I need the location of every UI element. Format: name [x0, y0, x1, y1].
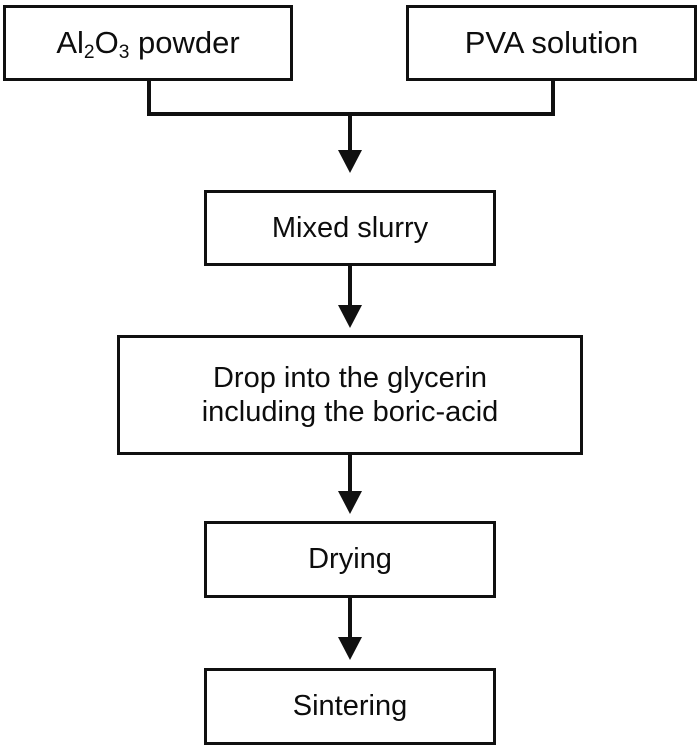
formula-suffix: powder — [129, 24, 240, 60]
flowchart-node-drop-into-glycerin-label: Drop into the glycerin including the bor… — [201, 361, 499, 428]
formula-subscript-2: 2 — [83, 42, 95, 64]
connector-line-mixed-slurry-to-glycerin — [348, 264, 352, 308]
connector-line-drying-to-sintering — [348, 596, 352, 640]
flowchart-node-sintering: Sintering — [204, 668, 496, 745]
formula-o: O — [94, 24, 119, 60]
connector-stub-from-pva-solution — [551, 79, 555, 116]
flowchart-node-sintering-label: Sintering — [292, 690, 408, 723]
connector-stub-from-alumina-powder — [147, 79, 151, 116]
arrowhead-mixed-slurry-to-glycerin — [338, 305, 362, 328]
connector-line-glycerin-to-drying — [348, 453, 352, 494]
arrowhead-drying-to-sintering — [338, 637, 362, 660]
arrowhead-glycerin-to-drying — [338, 491, 362, 514]
formula-al: Al — [56, 24, 84, 60]
flowchart-node-pva-solution-label: PVA solution — [464, 24, 639, 60]
flowchart-node-drying: Drying — [204, 521, 496, 598]
flowchart-node-drop-into-glycerin: Drop into the glycerin including the bor… — [117, 335, 583, 455]
flowchart-node-drying-label: Drying — [308, 543, 392, 576]
flowchart-node-alumina-powder-label: Al2O3 powder — [50, 24, 245, 64]
flowchart-node-alumina-powder: Al2O3 powder — [3, 5, 293, 81]
flowchart-node-pva-solution: PVA solution — [406, 5, 697, 81]
arrowhead-merge-to-mixed-slurry — [338, 150, 362, 173]
flowchart-node-mixed-slurry: Mixed slurry — [204, 190, 496, 266]
flowchart-node-mixed-slurry-label: Mixed slurry — [271, 211, 429, 244]
connector-line-merge-to-mixed-slurry — [348, 112, 352, 154]
formula-subscript-3: 3 — [118, 42, 130, 64]
